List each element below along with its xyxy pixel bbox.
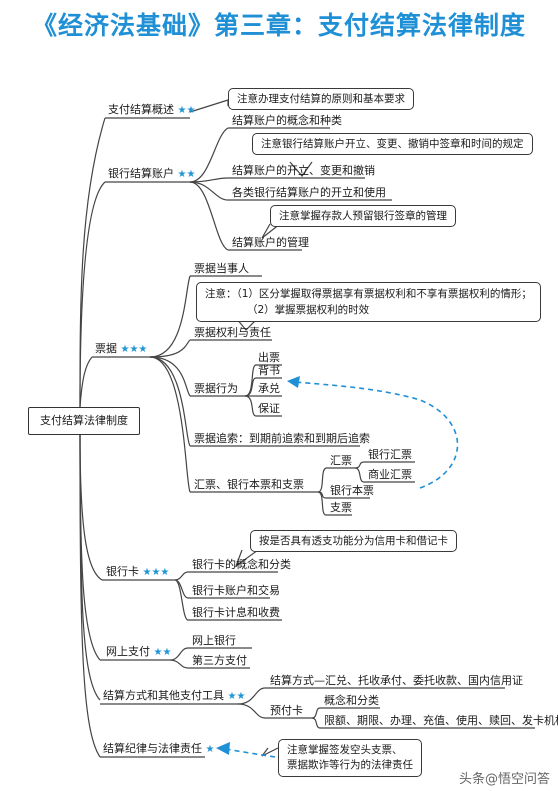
- prepaid-item: 概念和分类: [324, 694, 379, 707]
- root-node: 支付结算法律制度: [28, 407, 140, 435]
- note-bill-rights: 注意：（1）区分掌握取得票据享有票据权利和不享有票据权利的情形；（2）掌握票据权…: [196, 282, 541, 322]
- note-account-change: 注意银行结算账户开立、变更、撤销中签章和时间的规定: [252, 133, 533, 155]
- branch-online-pay: 网上支付 ★★: [106, 645, 172, 658]
- page-title: 《经济法基础》第三章：支付结算法律制度: [31, 11, 526, 40]
- branch-bank-account: 银行结算账户 ★★: [108, 167, 196, 180]
- importance-stars: ★★: [177, 169, 196, 180]
- note-account-seal: 注意掌握存款人预留银行签章的管理: [270, 205, 456, 227]
- importance-stars: ★★: [227, 691, 246, 702]
- branch-discipline: 结算纪律与法律责任 ★: [103, 742, 215, 755]
- account-item: 结算账户的概念和种类: [232, 114, 342, 127]
- bill-act: 出票: [258, 351, 280, 364]
- branch-other-tools: 结算方式和其他支付工具 ★★: [103, 689, 246, 702]
- bill-parties: 票据当事人: [194, 262, 249, 275]
- branch-overview: 支付结算概述 ★★: [108, 103, 196, 116]
- bill-cheque: 支票: [330, 501, 352, 514]
- importance-stars: ★★★: [142, 567, 170, 578]
- bill-acts: 票据行为: [194, 382, 238, 395]
- bill-draft: 汇票: [330, 454, 352, 467]
- bill-draft-type: 银行汇票: [368, 448, 412, 461]
- online-item: 网上银行: [192, 634, 236, 647]
- note-card: 按是否具有透支功能分为信用卡和借记卡: [250, 530, 457, 552]
- card-item: 银行卡账户和交易: [192, 584, 280, 597]
- importance-stars: ★★: [153, 647, 172, 658]
- branch-bill: 票据 ★★★: [95, 342, 148, 355]
- note-overview: 注意办理支付结算的原则和基本要求: [228, 88, 414, 110]
- bill-act: 保证: [258, 402, 280, 415]
- bill-promissory: 银行本票: [330, 484, 374, 497]
- bill-act: 背书: [258, 364, 280, 377]
- bill-recourse: 票据追索：到期前追索和到期后追索: [194, 432, 370, 445]
- account-item: 结算账户的管理: [232, 236, 309, 249]
- account-item: 各类银行结算账户的开立和使用: [232, 186, 386, 199]
- other-methods: 结算方式—汇兑、托收承付、委托收款、国内信用证: [270, 674, 523, 687]
- importance-stars: ★★: [177, 105, 196, 116]
- bill-types: 汇票、银行本票和支票: [194, 478, 304, 491]
- prepaid-item: 限额、期限、办理、充值、使用、赎回、发卡机构: [324, 714, 558, 727]
- bill-draft-type: 商业汇票: [368, 468, 412, 481]
- importance-stars: ★★★: [120, 344, 148, 355]
- bill-act: 承兑: [258, 382, 280, 395]
- card-item: 银行卡的概念和分类: [192, 558, 291, 571]
- account-item: 结算账户的开立、变更和撤销: [232, 164, 375, 177]
- card-item: 银行卡计息和收费: [192, 606, 280, 619]
- bill-rights: 票据权利与责任: [194, 326, 271, 339]
- importance-stars: ★: [205, 744, 215, 755]
- branch-bank-card: 银行卡 ★★★: [106, 565, 170, 578]
- note-discipline: 注意掌握签发空头支票、票据欺诈等行为的法律责任: [278, 739, 422, 777]
- watermark: 头条@悟空问答: [458, 772, 550, 787]
- online-item: 第三方支付: [192, 654, 247, 667]
- other-prepaid: 预付卡: [270, 704, 303, 717]
